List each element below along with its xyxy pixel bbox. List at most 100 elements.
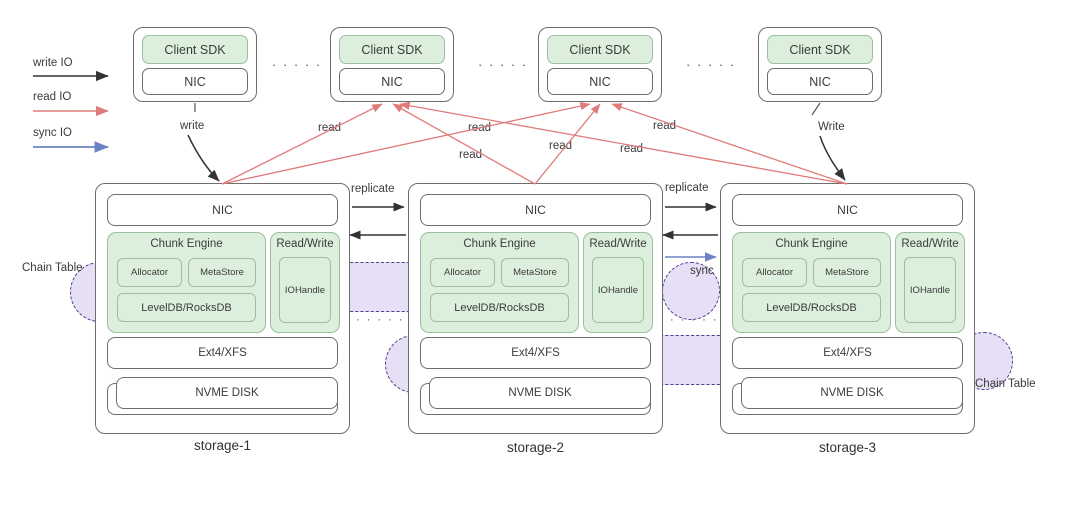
client-4-stem — [811, 102, 821, 116]
metastore-box-3: MetaStore — [813, 258, 881, 287]
filesystem-box-1: Ext4/XFS — [107, 337, 338, 369]
iohandle-label-1: IOHandle — [284, 284, 326, 296]
edge-label-replicate-2: replicate — [665, 182, 709, 194]
read-arrow-s3-c3 — [611, 103, 848, 185]
chunk-engine-box-2: Chunk Engine Allocator MetaStore LevelDB… — [420, 232, 579, 333]
leveldb-label-3: LevelDB/RocksDB — [766, 301, 857, 314]
edge-label-read-6: read — [653, 120, 677, 132]
edge-label-read-5: read — [620, 143, 644, 155]
chunk-engine-title-2: Chunk Engine — [463, 238, 536, 250]
iohandle-box-3: IOHandle — [904, 257, 956, 323]
client-separator-1: · · · · · — [272, 57, 322, 72]
storage-nic-box-3: NIC — [732, 194, 963, 226]
client-separator-3: · · · · · — [686, 57, 736, 72]
storage-node-2: NIC Chunk Engine Allocator MetaStore Lev… — [408, 183, 663, 434]
client-sdk-label-4: Client SDK — [789, 42, 851, 57]
metastore-box-2: MetaStore — [501, 258, 569, 287]
chain-table-label-left: Chain Table — [22, 262, 83, 274]
write-arrow-right — [819, 135, 846, 181]
allocator-label-3: Allocator — [756, 267, 793, 278]
read-arrow-s1-c3 — [221, 102, 591, 185]
disk-box-3: NVME DISK — [741, 377, 963, 409]
chunk-engine-title-1: Chunk Engine — [150, 238, 223, 250]
allocator-box-1: Allocator — [117, 258, 182, 287]
storage-nic-box-2: NIC — [420, 194, 651, 226]
client-sdk-box-4: Client SDK — [767, 35, 873, 64]
client-separator-2: · · · · · — [478, 57, 528, 72]
iohandle-box-1: IOHandle — [279, 257, 331, 323]
client-nic-box-4: NIC — [767, 68, 873, 95]
disk-label-2: NVME DISK — [508, 387, 572, 399]
client-nic-box-2: NIC — [339, 68, 445, 95]
client-nic-label-3: NIC — [589, 74, 611, 89]
leveldb-label-1: LevelDB/RocksDB — [141, 301, 232, 314]
filesystem-label-1: Ext4/XFS — [198, 347, 247, 359]
edge-label-read-1: read — [318, 122, 342, 134]
storage-nic-label-1: NIC — [212, 203, 233, 217]
edge-label-replicate-1: replicate — [351, 183, 395, 195]
chunk-engine-box-3: Chunk Engine Allocator MetaStore LevelDB… — [732, 232, 891, 333]
storage-node-1: NIC Chunk Engine Allocator MetaStore Lev… — [95, 183, 350, 434]
client-sdk-label-2: Client SDK — [361, 42, 423, 57]
chunk-engine-box-1: Chunk Engine Allocator MetaStore LevelDB… — [107, 232, 266, 333]
client-sdk-label-1: Client SDK — [164, 42, 226, 57]
edge-label-sync: sync — [690, 265, 714, 277]
disk-label-1: NVME DISK — [195, 387, 259, 399]
edge-label-write-right: Write — [818, 121, 845, 133]
legend-label-sync-io: sync IO — [33, 127, 72, 139]
disk-box-1: NVME DISK — [116, 377, 338, 409]
storage-nic-label-3: NIC — [837, 203, 858, 217]
client-node-1: Client SDK NIC — [133, 27, 257, 102]
chain-band-1 — [345, 262, 415, 312]
storage-node-name-3: storage-3 — [818, 440, 877, 455]
inter-node-dots-1: · · · · · — [356, 314, 405, 326]
client-nic-box-3: NIC — [547, 68, 653, 95]
filesystem-label-3: Ext4/XFS — [823, 347, 872, 359]
leveldb-box-3: LevelDB/RocksDB — [742, 293, 881, 322]
read-write-title-1: Read/Write — [276, 238, 334, 250]
allocator-box-2: Allocator — [430, 258, 495, 287]
filesystem-label-2: Ext4/XFS — [511, 347, 560, 359]
client-nic-label-1: NIC — [184, 74, 206, 89]
client-sdk-label-3: Client SDK — [569, 42, 631, 57]
allocator-box-3: Allocator — [742, 258, 807, 287]
metastore-box-1: MetaStore — [188, 258, 256, 287]
client-nic-label-4: NIC — [809, 74, 831, 89]
storage-nic-label-2: NIC — [525, 203, 546, 217]
iohandle-label-2: IOHandle — [597, 284, 639, 296]
legend-label-read-io: read IO — [33, 91, 72, 103]
client-node-3: Client SDK NIC — [538, 27, 662, 102]
chain-table-label-right: Chain Table — [975, 378, 1036, 390]
metastore-label-2: MetaStore — [513, 267, 557, 278]
read-write-box-3: Read/Write IOHandle — [895, 232, 965, 333]
client-sdk-box-1: Client SDK — [142, 35, 248, 64]
read-write-box-1: Read/Write IOHandle — [270, 232, 340, 333]
storage-node-3: NIC Chunk Engine Allocator MetaStore Lev… — [720, 183, 975, 434]
iohandle-box-2: IOHandle — [592, 257, 644, 323]
leveldb-label-2: LevelDB/RocksDB — [454, 301, 545, 314]
leveldb-box-1: LevelDB/RocksDB — [117, 293, 256, 322]
client-nic-box-1: NIC — [142, 68, 248, 95]
storage-node-name-2: storage-2 — [506, 440, 565, 455]
read-write-box-2: Read/Write IOHandle — [583, 232, 653, 333]
client-sdk-box-3: Client SDK — [547, 35, 653, 64]
edge-label-read-2: read — [468, 122, 492, 134]
iohandle-label-3: IOHandle — [909, 284, 951, 296]
client-node-4: Client SDK NIC — [758, 27, 882, 102]
disk-box-2: NVME DISK — [429, 377, 651, 409]
allocator-label-2: Allocator — [444, 267, 481, 278]
edge-label-read-3: read — [459, 149, 483, 161]
read-arrow-s2-c2 — [392, 103, 536, 185]
edge-label-write-left: write — [180, 120, 205, 132]
storage-nic-box-1: NIC — [107, 194, 338, 226]
edge-label-read-4: read — [549, 140, 573, 152]
chunk-engine-title-3: Chunk Engine — [775, 238, 848, 250]
allocator-label-1: Allocator — [131, 267, 168, 278]
read-write-title-2: Read/Write — [589, 238, 647, 250]
storage-node-name-1: storage-1 — [193, 438, 252, 453]
filesystem-box-2: Ext4/XFS — [420, 337, 651, 369]
disk-label-3: NVME DISK — [820, 387, 884, 399]
filesystem-box-3: Ext4/XFS — [732, 337, 963, 369]
write-arrow-left — [187, 134, 220, 182]
client-nic-label-2: NIC — [381, 74, 403, 89]
